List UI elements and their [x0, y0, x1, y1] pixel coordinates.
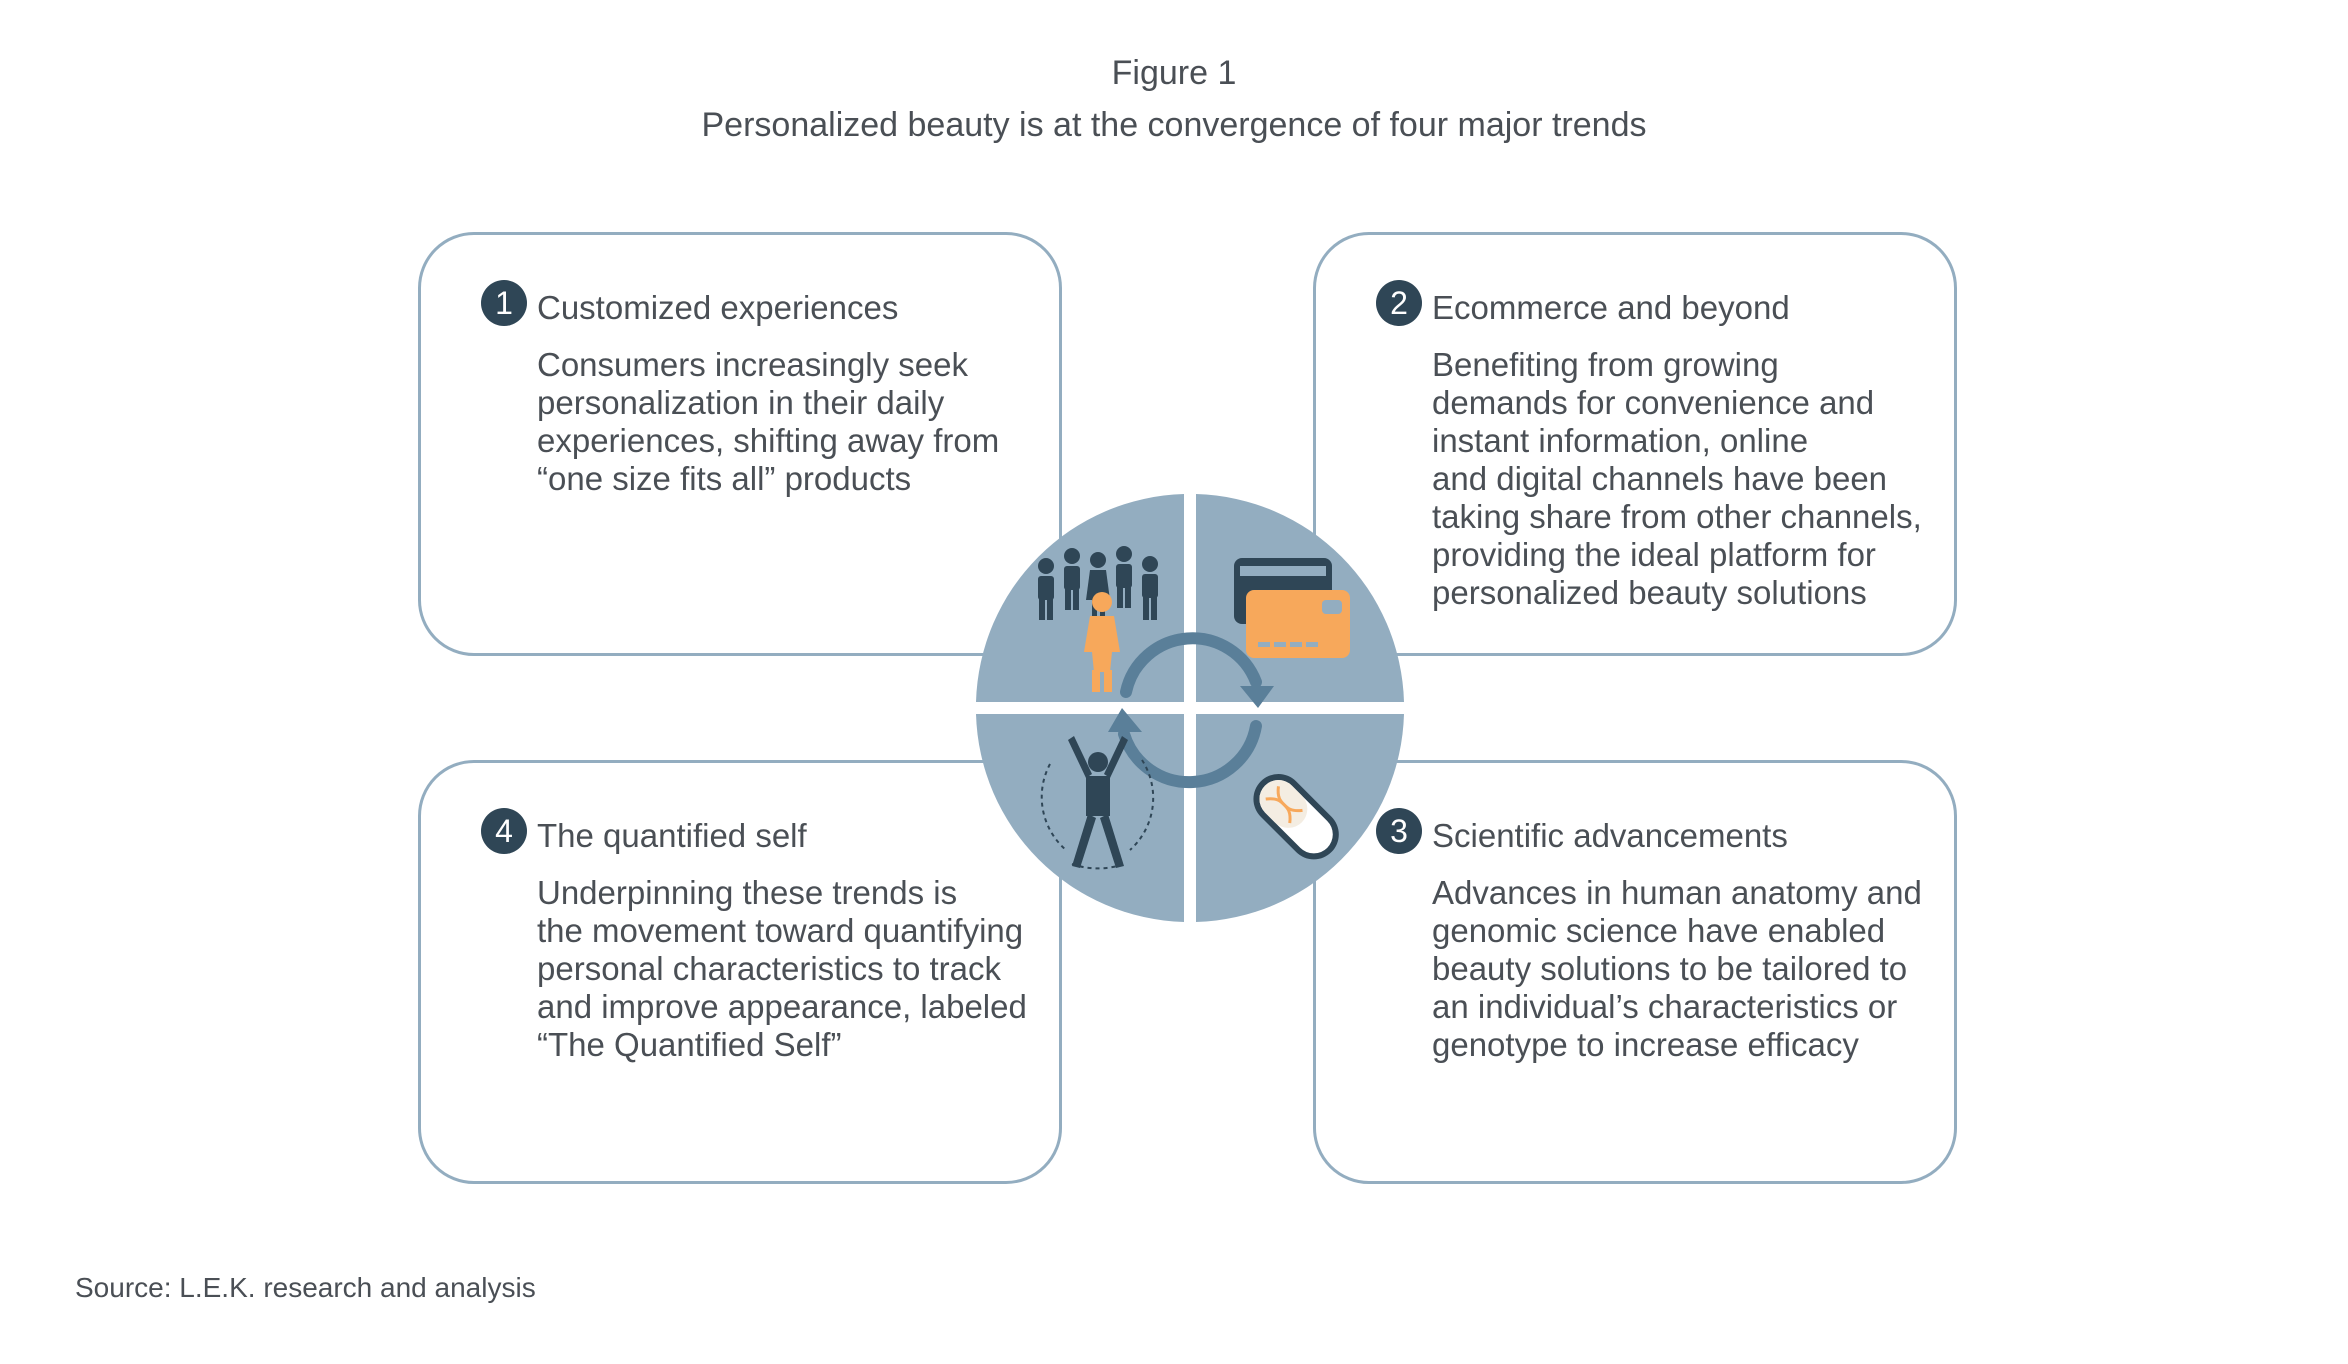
card-text-line: experiences, shifting away from [537, 422, 1000, 459]
card-number-badge: 3 [1376, 808, 1422, 854]
card-description: Underpinning these trends is the movemen… [537, 874, 1027, 1064]
card-text-line: and improve appearance, labeled [537, 988, 1027, 1025]
highlighted-person-icon [1084, 592, 1120, 692]
body-scan-icon [1040, 736, 1155, 870]
cycle-arrowheads [1108, 686, 1274, 732]
card-number-badge: 2 [1376, 280, 1422, 326]
card-description: Advances in human anatomy and genomic sc… [1432, 874, 1922, 1064]
card-description: Benefiting from growing demands for conv… [1432, 346, 1922, 612]
card-number-badge: 1 [481, 280, 527, 326]
card-title: Scientific advancements [1432, 817, 1788, 854]
convergence-hub [976, 494, 1404, 922]
card-description: Consumers increasingly seek personalizat… [537, 346, 999, 498]
card-text-line: Benefiting from growing [1432, 346, 1779, 383]
credit-card-icon [1234, 558, 1350, 658]
card-text-line: Underpinning these trends is [537, 874, 958, 911]
card-text-line: personalized beauty solutions [1432, 574, 1867, 611]
card-title: Customized experiences [537, 289, 899, 326]
people-crowd-icon [1038, 546, 1158, 620]
card-text-line: “one size fits all” products [537, 460, 912, 497]
figure-title: Personalized beauty is at the convergenc… [701, 106, 1647, 144]
card-text-line: providing the ideal platform for [1432, 536, 1876, 573]
card-text-line: personal characteristics to track [537, 950, 1002, 987]
card-scientific-advancements: 3 Scientific advancements Advances in hu… [1313, 760, 1957, 1184]
card-text-line: genotype to increase efficacy [1432, 1026, 1859, 1063]
card-text-line: an individual’s characteristics or [1432, 988, 1898, 1025]
hub-quadrant-top-left [976, 494, 1184, 702]
hub-quadrants [976, 494, 1404, 922]
card-text-line: genomic science have enabled [1432, 912, 1886, 949]
card-quantified-self: 4 The quantified self Underpinning these… [418, 760, 1062, 1184]
card-text-line: personalization in their daily [537, 384, 945, 421]
card-text-line: instant information, online [1432, 422, 1809, 459]
cycle-arrows-icon [1118, 632, 1262, 789]
card-text-line: “The Quantified Self” [537, 1026, 842, 1063]
figure-label: Figure 1 [1111, 54, 1237, 92]
card-title: The quantified self [537, 817, 807, 854]
card-text-line: and digital channels have been [1432, 460, 1888, 497]
card-text-line: the movement toward quantifying [537, 912, 1024, 949]
card-text-line: beauty solutions to be tailored to [1432, 950, 1908, 987]
card-title: Ecommerce and beyond [1432, 289, 1790, 326]
card-text-line: taking share from other channels, [1432, 498, 1922, 535]
source-note: Source: L.E.K. research and analysis [75, 1272, 536, 1303]
card-ecommerce-and-beyond: 2 Ecommerce and beyond Benefiting from g… [1313, 232, 1957, 656]
card-text-line: Advances in human anatomy and [1432, 874, 1922, 911]
card-text-line: Consumers increasingly seek [537, 346, 969, 383]
hub-quadrant-bottom-left [976, 714, 1184, 922]
card-text-line: demands for convenience and [1432, 384, 1875, 421]
dna-capsule-icon [1253, 774, 1339, 860]
card-customized-experiences: 1 Customized experiences Consumers incre… [418, 232, 1062, 656]
card-number-badge: 4 [481, 808, 527, 854]
